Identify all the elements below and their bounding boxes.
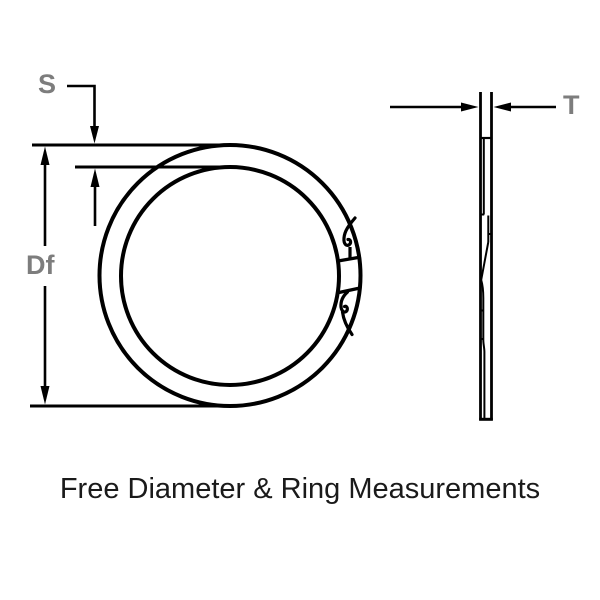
- df-dimension: [40, 146, 50, 405]
- df-up-arrowhead-icon: [40, 146, 50, 165]
- diagram-caption: Free Diameter & Ring Measurements: [59, 473, 541, 505]
- ring-outer-circle: [97, 143, 363, 408]
- ring-seam-lower-radial-line: [338, 286, 361, 295]
- df-dimension-label: Df: [26, 250, 55, 280]
- t-dimension: [390, 102, 556, 112]
- s-dimension: [67, 84, 100, 226]
- ring-lower-end-connector: [340, 310, 354, 337]
- s-up-arrowhead-icon: [90, 168, 100, 187]
- s-down-arrowhead-icon: [90, 126, 99, 144]
- profile-seam-diagonal: [480, 241, 490, 281]
- extension-lines: [30, 143, 240, 408]
- t-right-arrowhead-icon: [493, 102, 511, 112]
- ring-upper-end-hook: [342, 216, 357, 247]
- ring-edge-profile-view: [479, 92, 493, 421]
- t-dimension-label: T: [563, 90, 580, 120]
- ring-lower-end-hook: [339, 290, 350, 314]
- df-down-arrowhead-icon: [40, 386, 50, 405]
- s-dimension-label: S: [38, 69, 57, 99]
- ring-front-view: [97, 143, 363, 408]
- s-leader-line: [67, 84, 96, 128]
- ring-inner-circle: [119, 165, 341, 387]
- t-left-arrowhead-icon: [461, 102, 479, 112]
